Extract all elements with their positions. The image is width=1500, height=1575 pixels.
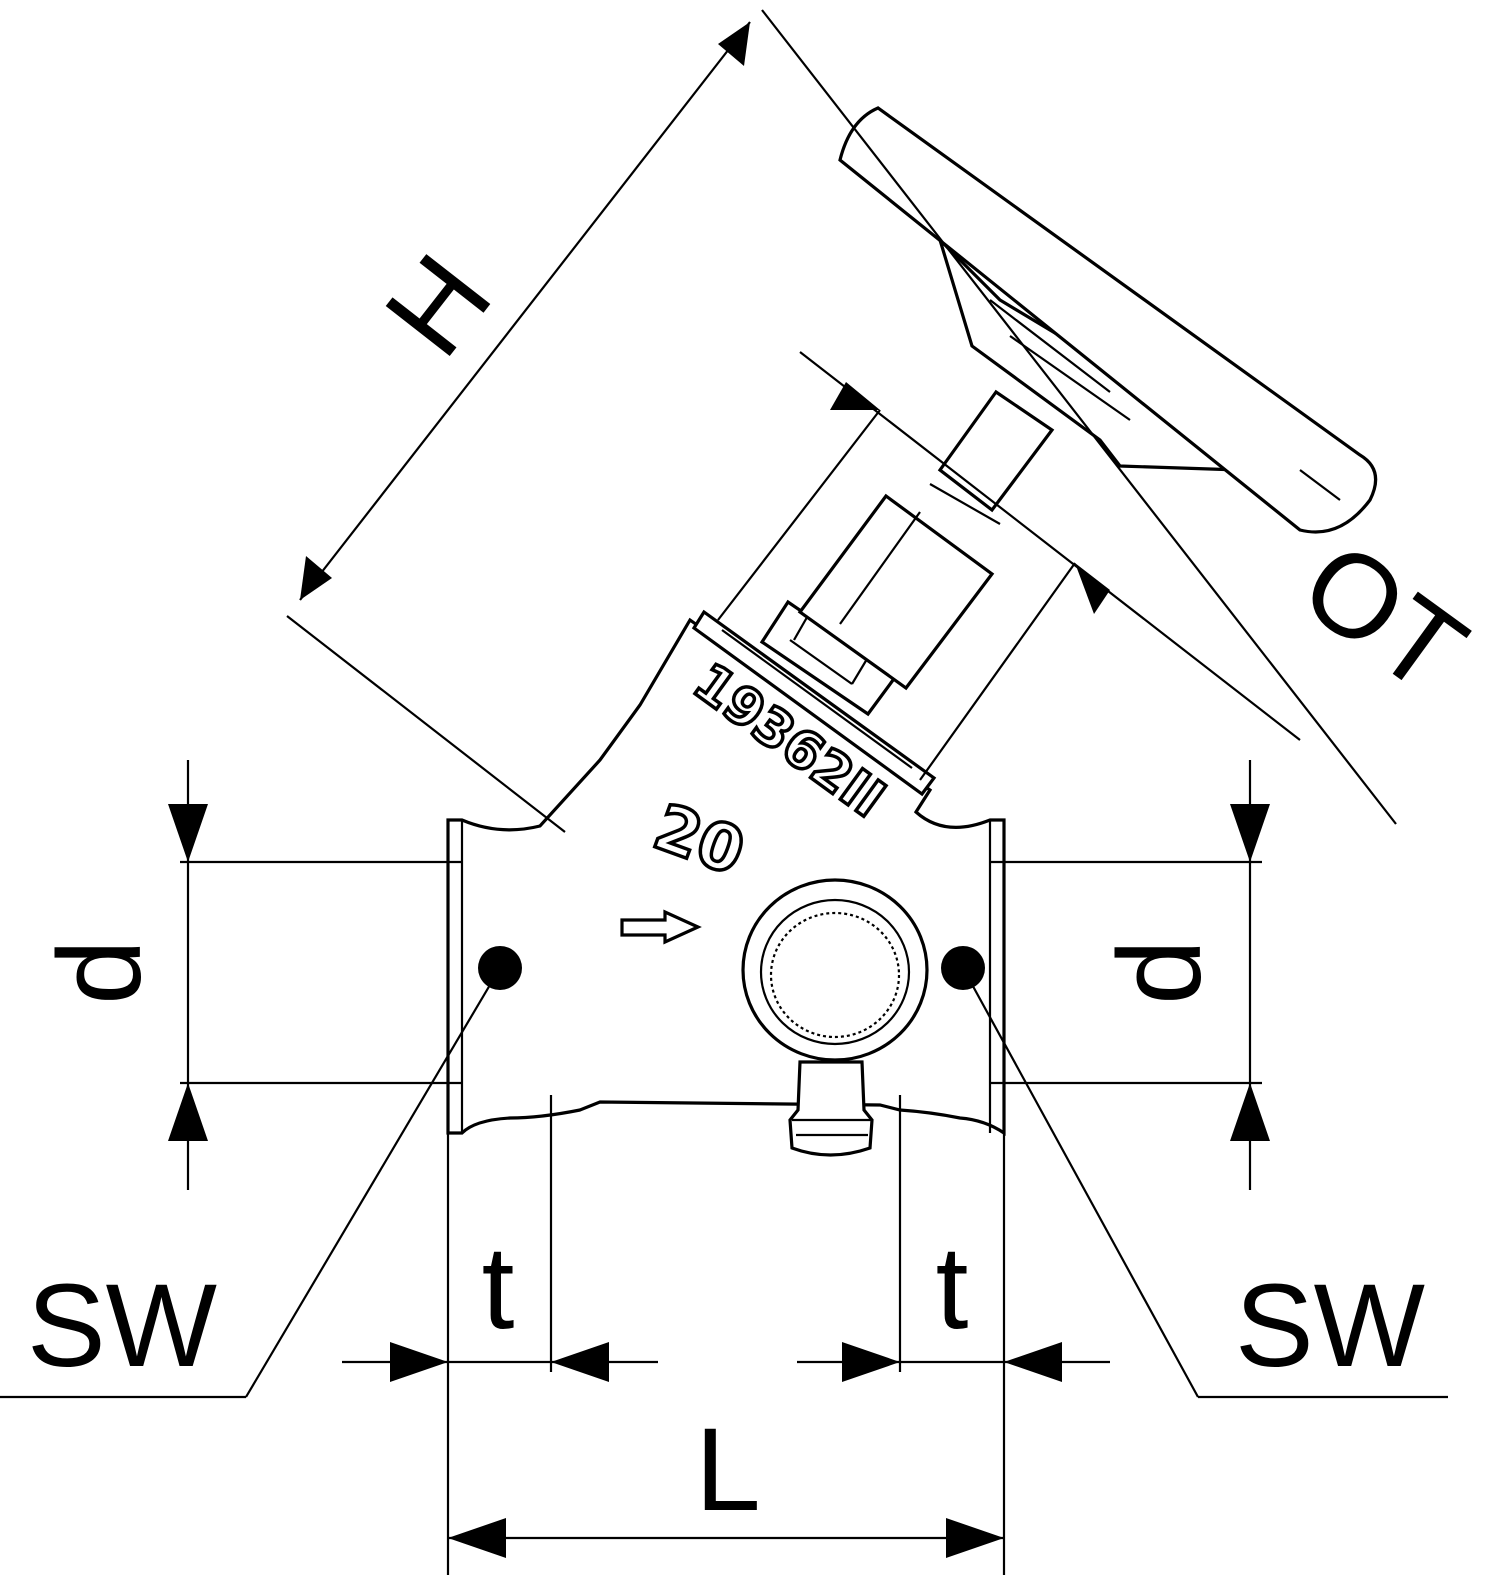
label-ot: OT	[1278, 516, 1488, 719]
leader-sw-left	[0, 967, 501, 1399]
label-sw-right: SW	[1235, 1260, 1425, 1392]
label-l: L	[695, 1404, 761, 1536]
label-d-right: d	[1094, 939, 1226, 1005]
valve-stem	[929, 389, 1055, 525]
label-h: H	[360, 231, 516, 379]
label-d-left: d	[34, 939, 166, 1005]
label-t-left: t	[482, 1222, 515, 1354]
dimension-l	[448, 1518, 1004, 1558]
dimension-t-left	[342, 1095, 658, 1575]
leader-sw-right	[962, 967, 1448, 1399]
dimension-ot	[717, 351, 1301, 781]
flow-direction-arrow	[620, 909, 702, 945]
dimension-h	[286, 9, 1397, 833]
bonnet-cylinder	[797, 493, 995, 691]
test-port	[741, 878, 929, 1157]
dimension-d-left	[168, 760, 462, 1190]
handwheel	[838, 106, 1378, 534]
dimension-t-right	[797, 1095, 1110, 1575]
label-sw-left: SW	[27, 1260, 217, 1392]
label-t-right: t	[936, 1222, 969, 1354]
dimension-d-right	[990, 760, 1270, 1190]
